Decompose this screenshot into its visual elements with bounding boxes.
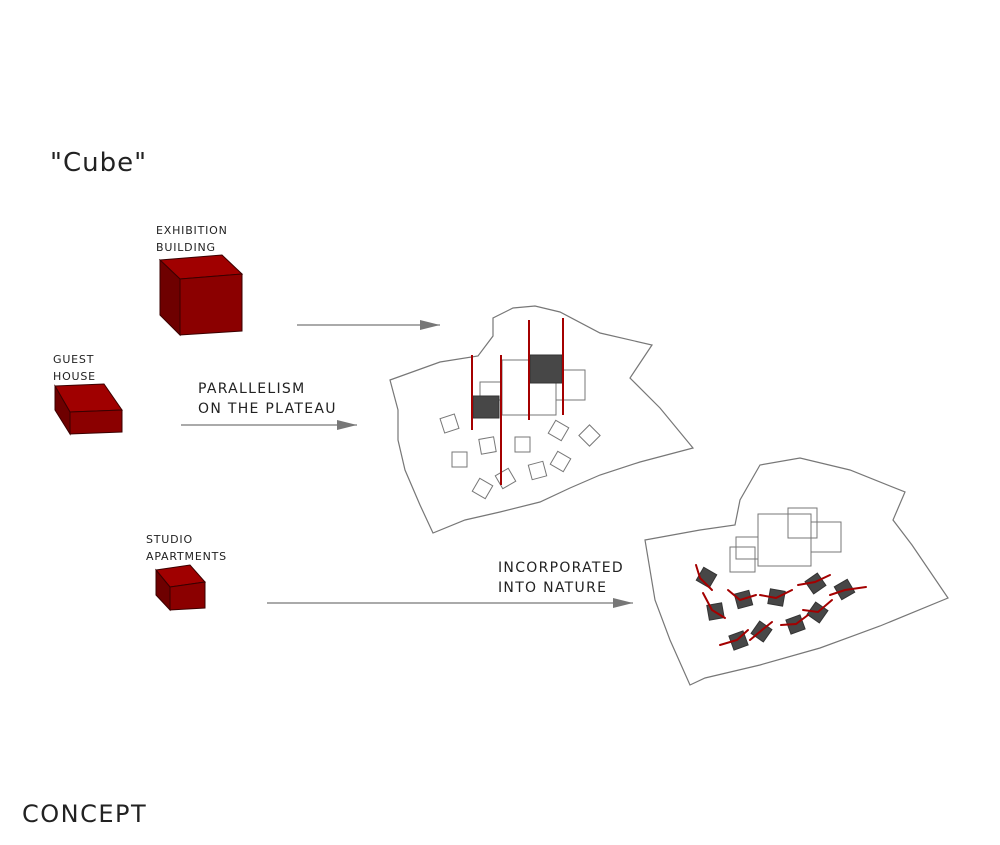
dark-block-right <box>529 354 563 384</box>
nature-outline <box>644 457 949 686</box>
label-studio-apartments: STUDIO APARTMENTS <box>146 533 227 563</box>
guest-house-cube <box>54 383 123 436</box>
studio-apartments-cube <box>155 564 206 612</box>
label-exhibition-building: EXHIBITION BUILDING <box>156 224 228 254</box>
label-incorporated-into-nature: INCORPORATED INTO NATURE <box>498 560 625 596</box>
dark-block-left <box>472 395 500 419</box>
nature-site-plan <box>644 457 949 686</box>
label-guest-house: GUEST HOUSE <box>53 353 96 383</box>
exhibition-building-cube <box>158 254 244 337</box>
plateau-site-plan <box>389 305 695 534</box>
label-parallelism: PARALLELISM ON THE PLATEAU <box>198 381 337 417</box>
footer-concept: CONCEPT <box>22 800 148 828</box>
plateau-outline <box>389 305 695 534</box>
page-title: "Cube" <box>50 148 148 178</box>
